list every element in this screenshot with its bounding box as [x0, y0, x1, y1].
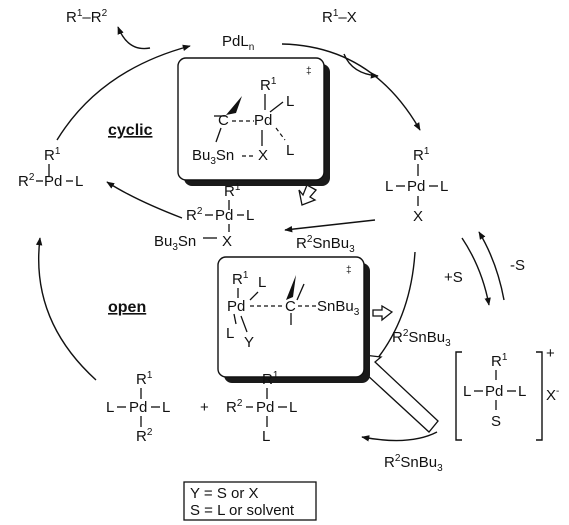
cationic-complex: R1 L Pd L S + X-: [455, 345, 559, 441]
svg-text:Bu3Sn: Bu3Sn: [192, 147, 234, 167]
svg-text:R1: R1: [413, 146, 430, 164]
svg-text:Pd: Pd: [44, 173, 62, 190]
reagent-stannane-3: R2SnBu3: [384, 453, 443, 474]
svg-text:R1: R1: [260, 76, 277, 94]
label-minus-s: -S: [510, 257, 525, 274]
svg-text:C: C: [218, 112, 229, 129]
svg-text:R2: R2: [18, 172, 35, 190]
arc-bottom-to-left: [35, 237, 97, 381]
arc-cationic-to-open: [361, 431, 438, 442]
svg-text:L: L: [385, 178, 393, 195]
svg-text:L: L: [162, 399, 170, 416]
svg-text:L: L: [226, 325, 234, 342]
svg-text:Pd: Pd: [485, 383, 503, 400]
svg-text:R1: R1: [262, 370, 279, 388]
legend-box: Y = S or X S = L or solvent: [183, 481, 317, 521]
svg-text:X: X: [222, 233, 232, 250]
svg-text:R1: R1: [232, 270, 249, 288]
svg-text:Pd: Pd: [129, 399, 147, 416]
arc-left-to-top: [56, 44, 191, 141]
arc-top-to-oxidative: [281, 43, 421, 131]
label-cyclic: cyclic: [108, 122, 153, 139]
arc-product-release: [117, 26, 151, 50]
left-complex: R1 R2 Pd L: [18, 146, 83, 190]
arc-cyclic-to-left: [106, 181, 183, 219]
svg-text:X: X: [258, 147, 268, 164]
catalyst-pdln: PdLn: [222, 33, 254, 53]
substrate-r1-x: R1–X: [322, 8, 357, 26]
ts-dagger: ‡: [306, 66, 312, 77]
svg-text:L: L: [258, 274, 266, 291]
svg-text:Y: Y: [244, 334, 254, 351]
svg-text:L: L: [518, 383, 526, 400]
label-open: open: [108, 299, 146, 316]
legend-line-2: S = L or solvent: [190, 502, 295, 519]
svg-text:L: L: [75, 173, 83, 190]
reagent-stannane-2: R2SnBu3: [392, 328, 451, 349]
arrow-plus-s: [461, 237, 491, 306]
svg-text:Pd: Pd: [407, 178, 425, 195]
svg-text:Bu3Sn: Bu3Sn: [154, 233, 196, 253]
open-transition-state: ‡ R1 L Pd C SnBu3 L Y: [217, 256, 370, 383]
trans-product: R1 L Pd L R2: [106, 370, 170, 445]
svg-text:L: L: [440, 178, 448, 195]
svg-text:R2: R2: [226, 398, 243, 416]
ts-dagger: ‡: [346, 265, 352, 276]
plus-sign: +: [200, 399, 209, 416]
legend-line-1: Y = S or X: [190, 485, 259, 502]
svg-text:R2: R2: [186, 206, 203, 224]
svg-text:S: S: [491, 413, 501, 430]
svg-text:L: L: [262, 428, 270, 445]
svg-text:Pd: Pd: [256, 399, 274, 416]
cyclic-transition-state: ‡ R1 L C Pd L Bu3Sn X: [177, 57, 330, 186]
product-r1-r2: R1–R2: [66, 8, 108, 26]
cis-product: R1 R2 Pd L L: [226, 370, 297, 445]
svg-text:X-: X-: [546, 386, 559, 404]
reagent-stannane-1: R2SnBu3: [296, 234, 355, 255]
arrow-minus-s: [478, 231, 505, 301]
label-plus-s: +S: [444, 269, 463, 286]
oxidative-adduct: R1 L Pd L X: [385, 146, 448, 225]
arc-oxidative-to-cyclic: [284, 219, 376, 233]
svg-text:Pd: Pd: [254, 112, 272, 129]
svg-text:+: +: [546, 345, 555, 362]
svg-text:L: L: [289, 399, 297, 416]
svg-text:Pd: Pd: [215, 207, 233, 224]
cyclic-intermediate: R1 R2 Pd L Bu3Sn X: [154, 182, 254, 253]
hollow-arrow-open-ts-small: [372, 304, 394, 322]
svg-text:L: L: [246, 207, 254, 224]
svg-text:R1: R1: [136, 370, 153, 388]
svg-text:R2: R2: [136, 427, 153, 445]
svg-text:L: L: [286, 142, 294, 159]
svg-text:R1: R1: [224, 182, 241, 200]
arc-substrate-entry: [343, 53, 379, 79]
svg-text:R1: R1: [44, 146, 61, 164]
svg-text:R1: R1: [491, 352, 508, 370]
svg-text:Pd: Pd: [227, 298, 245, 315]
hollow-arrow-cyclic-ts: [298, 184, 318, 206]
svg-text:L: L: [463, 383, 471, 400]
svg-text:X: X: [413, 208, 423, 225]
svg-text:SnBu3: SnBu3: [317, 298, 360, 318]
svg-text:C: C: [285, 298, 296, 315]
svg-text:L: L: [106, 399, 114, 416]
svg-text:L: L: [286, 93, 294, 110]
